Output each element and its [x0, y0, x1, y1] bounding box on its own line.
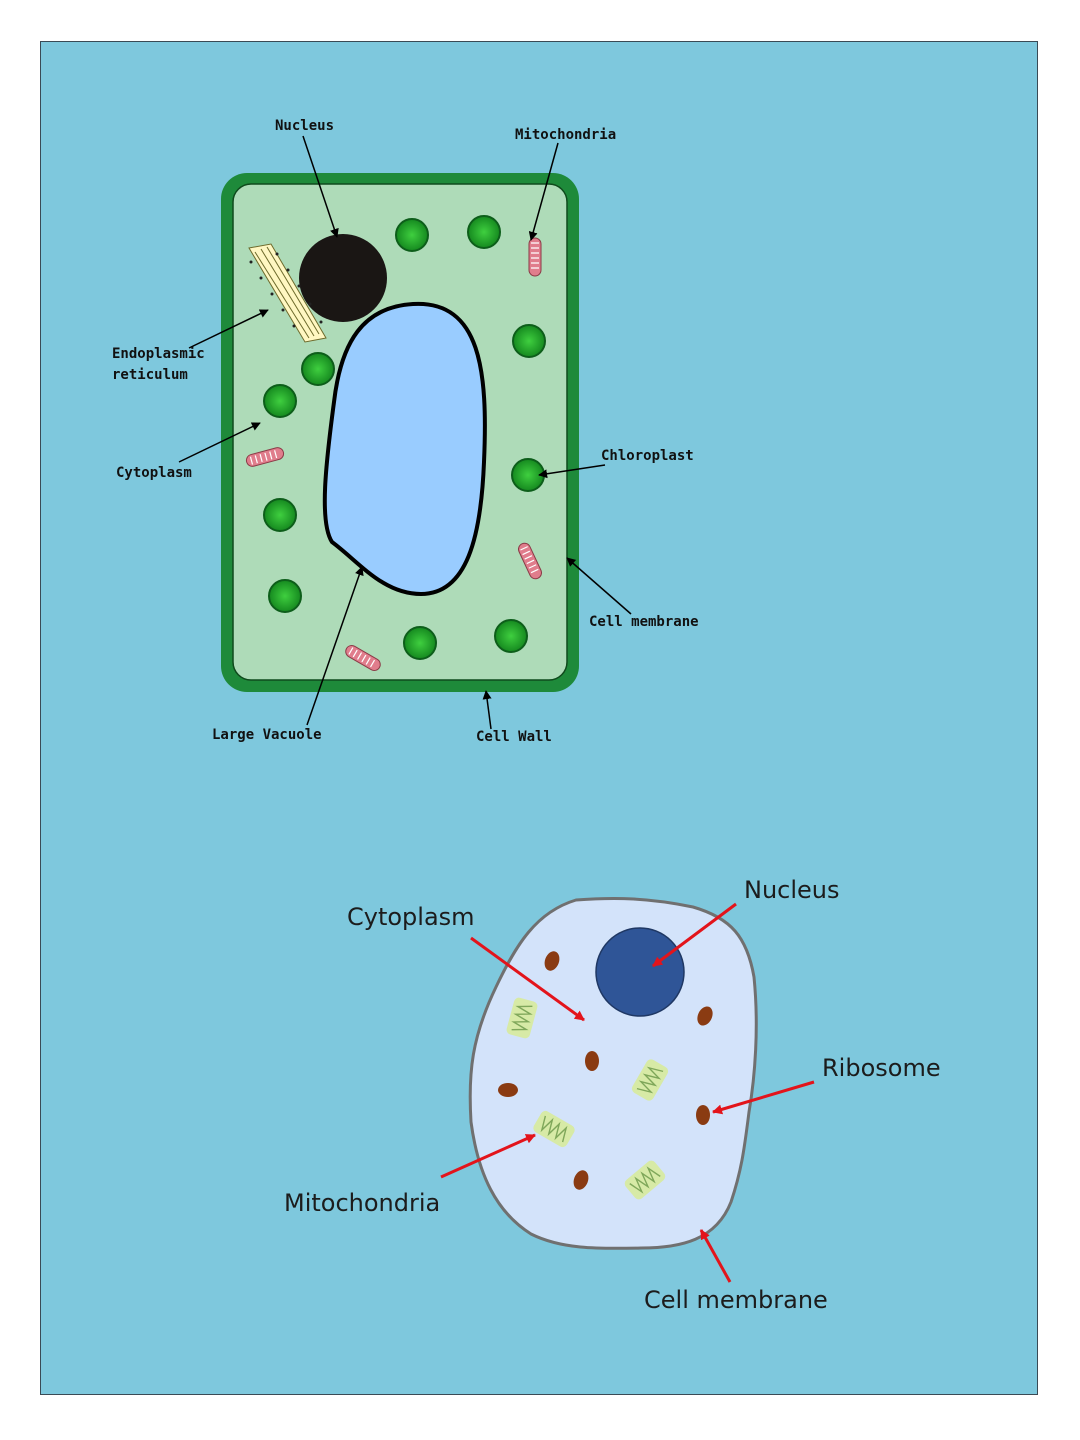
chloroplast: [268, 579, 302, 613]
label-animal-cytoplasm: Cytoplasm: [347, 903, 475, 931]
label-animal-nucleus: Nucleus: [744, 876, 840, 904]
chloroplast: [263, 498, 297, 532]
pointer-plant-cell-membrane: [566, 557, 632, 615]
cell-diagrams: Nucleus Mitochondria Endoplasmic reticul…: [41, 42, 1037, 1394]
pointer-animal-cell-membrane: [699, 1229, 732, 1283]
plant-nucleus: [299, 234, 387, 322]
animal-cell-membrane: [468, 897, 758, 1250]
animal-mitochondria: [506, 997, 669, 1200]
label-plant-large-vacuole: Large Vacuole: [212, 727, 322, 743]
animal-cell: Nucleus Cytoplasm Ribosome Mitochondria …: [284, 876, 941, 1314]
label-plant-cell-membrane: Cell membrane: [589, 614, 699, 630]
pointer-animal-cytoplasm: [470, 936, 585, 1022]
label-plant-er-line2: reticulum: [112, 367, 188, 383]
pointer-plant-large-vacuole: [306, 566, 364, 726]
pointer-plant-chloroplast: [538, 464, 606, 479]
animal-nucleus: [595, 927, 685, 1017]
pointer-plant-er: [188, 309, 269, 349]
large-vacuole: [322, 301, 487, 597]
chloroplasts: [263, 215, 546, 660]
plant-cell: Nucleus Mitochondria Endoplasmic reticul…: [112, 118, 699, 745]
label-plant-mitochondria: Mitochondria: [515, 127, 616, 143]
ribosomes: [498, 951, 713, 1190]
pointer-plant-mitochondria: [528, 142, 559, 241]
ribosome: [498, 1083, 518, 1097]
chloroplast: [512, 324, 546, 358]
animal-pointers: [440, 902, 815, 1283]
pointer-plant-nucleus: [302, 135, 339, 238]
chloroplast: [301, 352, 335, 386]
label-animal-ribosome: Ribosome: [822, 1054, 941, 1082]
ribosome: [696, 1105, 710, 1125]
endoplasmic-reticulum: [248, 243, 327, 343]
chloroplast: [263, 384, 297, 418]
label-animal-mitochondria: Mitochondria: [284, 1189, 440, 1217]
pointer-animal-nucleus: [652, 902, 737, 968]
label-animal-cell-membrane: Cell membrane: [644, 1286, 828, 1314]
ribosome: [544, 951, 560, 971]
pointer-plant-cytoplasm: [178, 422, 261, 463]
diagram-panel: Nucleus Mitochondria Endoplasmic reticul…: [40, 41, 1038, 1395]
label-plant-cell-wall: Cell Wall: [476, 729, 552, 745]
plant-pointers: [178, 135, 632, 730]
ribosome: [585, 1051, 599, 1071]
chloroplast: [494, 619, 528, 653]
pointer-animal-ribosome: [712, 1080, 815, 1115]
label-plant-cytoplasm: Cytoplasm: [116, 465, 192, 481]
plant-mitochondria: [245, 237, 542, 671]
ribosome: [573, 1170, 589, 1190]
chloroplast: [395, 218, 429, 252]
chloroplast: [467, 215, 501, 249]
label-plant-chloroplast: Chloroplast: [601, 448, 694, 464]
chloroplast: [403, 626, 437, 660]
ribosome: [697, 1006, 713, 1026]
label-plant-er-line1: Endoplasmic: [112, 346, 205, 362]
pointer-plant-cell-wall: [482, 690, 492, 730]
label-plant-nucleus: Nucleus: [275, 118, 334, 134]
pointer-animal-mitochondria: [440, 1133, 536, 1179]
